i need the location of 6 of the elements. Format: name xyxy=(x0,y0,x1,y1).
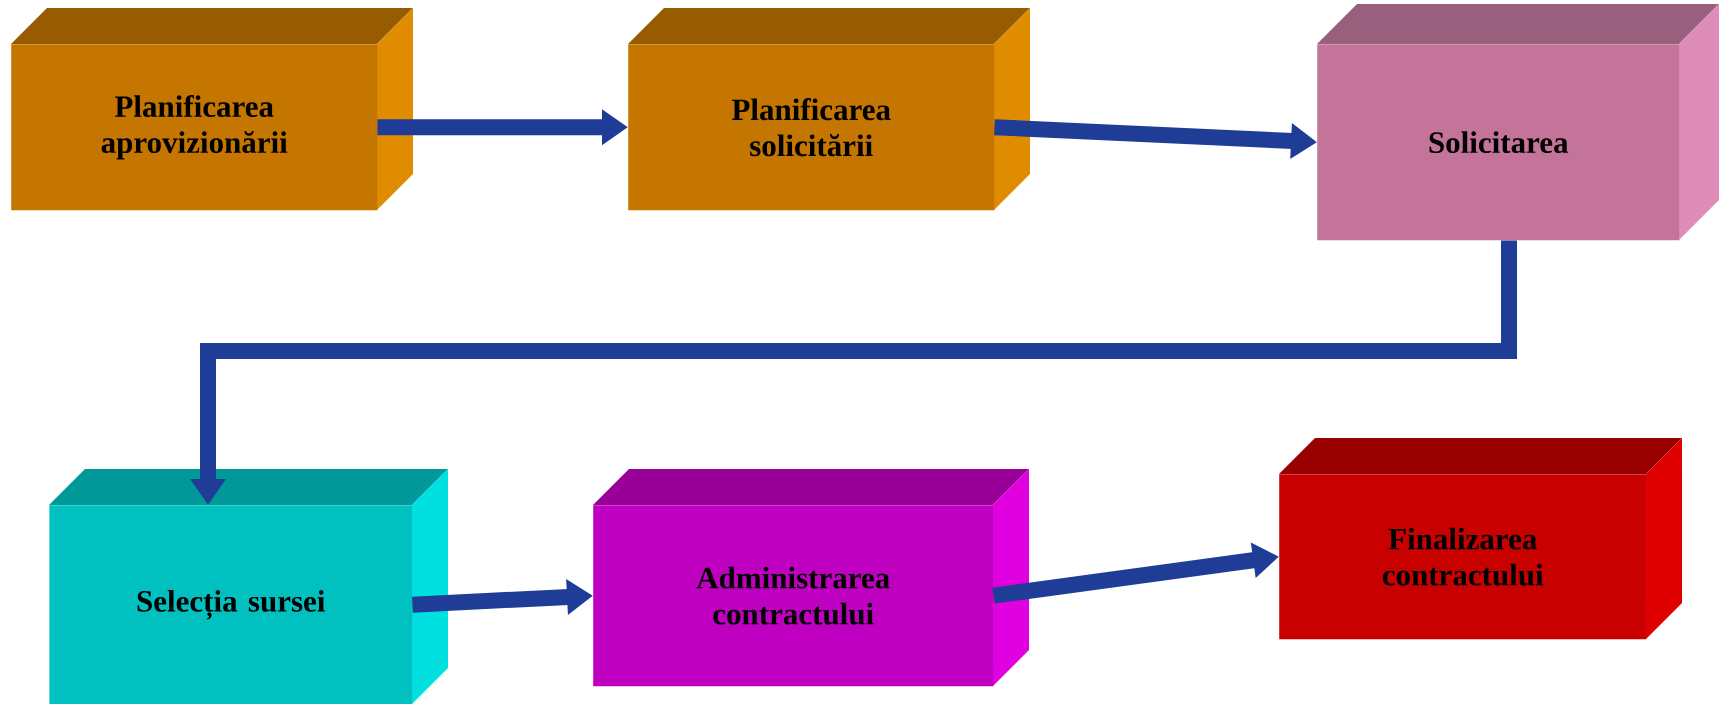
process-box: Planificarea solicitării xyxy=(628,8,1030,211)
process-box: Planificarea aprovizionării xyxy=(11,8,413,211)
process-box: Finalizarea contractului xyxy=(1279,438,1682,640)
process-box: Solicitarea xyxy=(1317,4,1719,241)
process-box: Administrarea contractului xyxy=(593,469,1029,687)
process-box: Selecția sursei xyxy=(49,469,448,704)
